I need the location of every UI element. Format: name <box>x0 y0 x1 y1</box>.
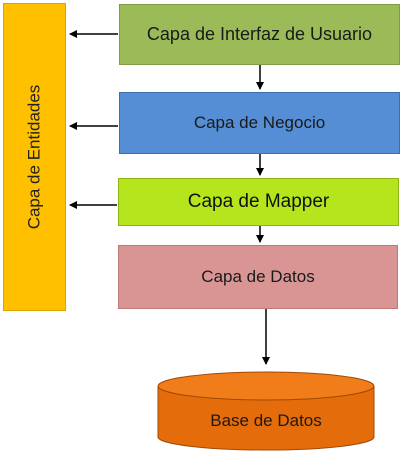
mapper-layer-box: Capa de Mapper <box>118 178 399 226</box>
business-layer-label: Capa de Negocio <box>193 113 326 132</box>
data-layer-label: Capa de Datos <box>201 267 315 286</box>
ui-layer-label: Capa de Interfaz de Usuario <box>146 24 373 44</box>
entities-layer-box: Capa de Entidades <box>3 3 66 311</box>
business-layer-box: Capa de Negocio <box>119 92 400 154</box>
ui-layer-box: Capa de Interfaz de Usuario <box>119 4 400 65</box>
entities-layer-label: Capa de Entidades <box>24 84 44 230</box>
database-label: Base de Datos <box>210 411 322 430</box>
mapper-layer-label: Capa de Mapper <box>187 191 330 212</box>
data-layer-box: Capa de Datos <box>118 245 398 309</box>
database-cylinder: Base de Datos <box>157 371 375 451</box>
